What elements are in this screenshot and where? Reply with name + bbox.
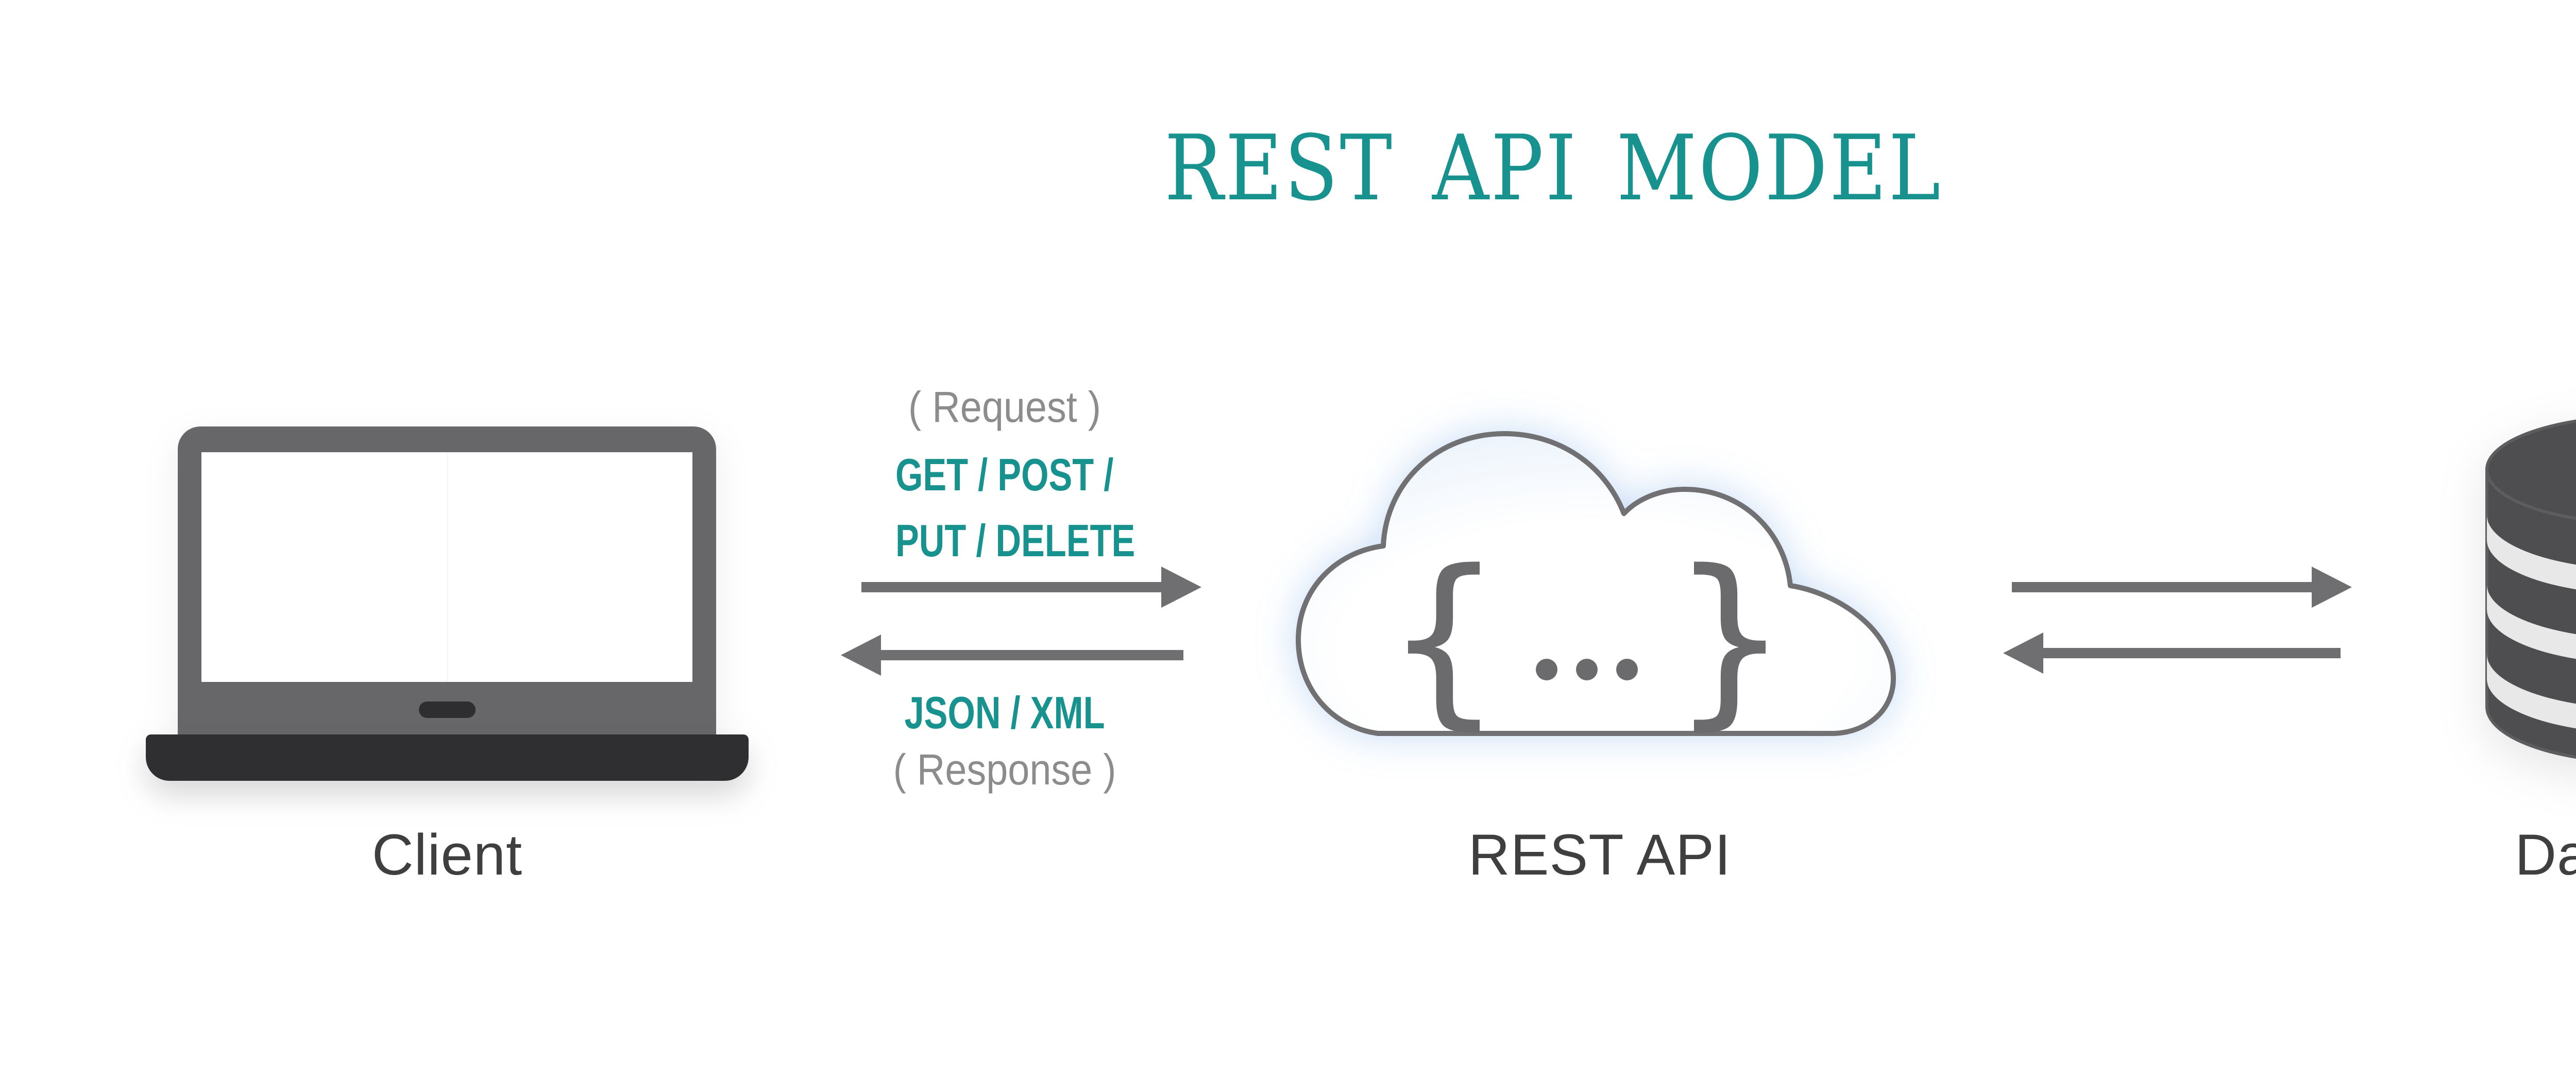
dot-icon — [1536, 659, 1557, 680]
left-brace-icon: { — [1384, 531, 1503, 746]
client-label: Client — [371, 823, 523, 887]
laptop-screen — [201, 452, 692, 682]
right-brace-icon: } — [1671, 531, 1789, 746]
cloud-outline — [1296, 431, 1896, 736]
request-methods-line2: PUT / DELETE — [895, 515, 1136, 566]
arrow-head — [1161, 567, 1201, 608]
arrow-shaft — [878, 650, 1183, 660]
api-db-response-arrow-icon — [2003, 632, 2341, 674]
response-arrow-icon — [841, 635, 1183, 676]
db-band — [2487, 654, 2576, 729]
dot-icon — [1616, 659, 1638, 680]
arrow-head — [2312, 567, 2352, 608]
arrow-head — [2003, 632, 2043, 674]
dot-icon — [1576, 659, 1598, 680]
rest-api-label: REST API — [1468, 823, 1732, 887]
database-cylinder-icon — [2485, 419, 2576, 759]
laptop-screen-seam — [447, 452, 448, 682]
response-formats: JSON / XML — [904, 687, 1105, 738]
laptop-notch — [418, 701, 476, 718]
arrow-shaft — [861, 582, 1164, 592]
request-arrow-icon — [861, 567, 1201, 608]
arrow-head — [841, 635, 881, 676]
response-annotation: ( Response ) — [893, 745, 1116, 794]
arrow-shaft — [2040, 648, 2341, 658]
ellipsis-dots-icon — [1536, 659, 1638, 680]
api-db-request-arrow-icon — [2012, 567, 2352, 608]
db-band — [2487, 515, 2576, 590]
laptop-bezel — [178, 426, 716, 735]
laptop-base — [146, 734, 749, 781]
request-methods-line1: GET / POST / — [895, 449, 1114, 500]
arrow-shaft — [2012, 582, 2315, 592]
db-top-ellipse — [2485, 419, 2576, 520]
cloud-icon — [1296, 431, 1896, 736]
braces-ellipsis-icon: { } — [1385, 531, 1789, 747]
laptop-icon — [146, 426, 749, 782]
request-annotation: ( Request ) — [908, 383, 1101, 431]
database-label: Database — [2515, 823, 2576, 887]
db-band — [2487, 585, 2576, 659]
page-title: REST API MODEL — [1164, 116, 1942, 221]
